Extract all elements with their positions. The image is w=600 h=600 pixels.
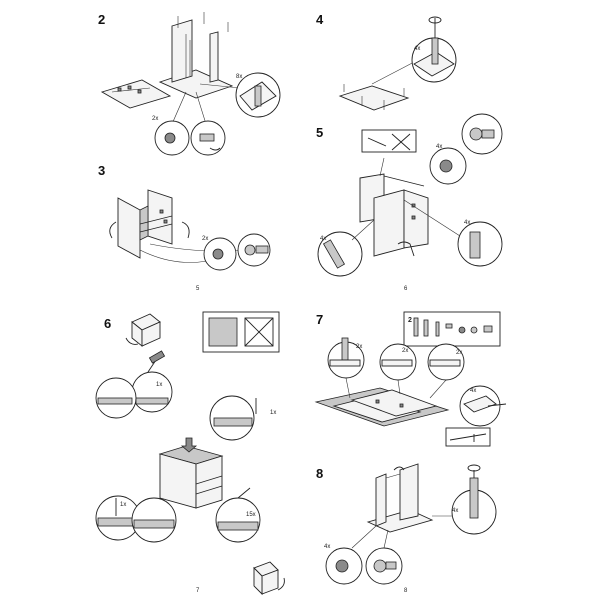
step-4-illustration: 4x	[338, 16, 457, 111]
page-number-5: 5	[196, 286, 200, 292]
step-7-label: 7	[316, 312, 324, 327]
step-2-qty-2x: 2x	[152, 116, 158, 122]
step-5-drawing: 4x 4x 4x	[317, 113, 503, 277]
step-4-drawing: 4x	[338, 16, 457, 111]
step-3-label: 3	[98, 163, 106, 178]
step-8-label: 8	[316, 466, 324, 481]
step-5-illustration: 4x 4x 4x	[317, 113, 503, 277]
step-3-drawing: 2x	[109, 189, 271, 271]
step-2-drawing: 8x 2x	[100, 12, 281, 156]
page-number-7: 7	[196, 588, 200, 594]
step-2-qty-8x: 8x	[236, 74, 242, 80]
step-7-qty-2x-a: 2x	[356, 344, 362, 350]
step-5-qty-4x-a: 4x	[436, 144, 442, 150]
step-7-qty-2x-c: 2x	[456, 350, 462, 356]
page-number-6: 6	[404, 286, 408, 292]
step-4-label: 4	[316, 12, 324, 27]
step-6-label: 6	[104, 316, 112, 331]
step-7-parts-label: 2	[408, 317, 412, 324]
step-5-qty-4x-c: 4x	[464, 220, 470, 226]
hand-icon-step-8	[393, 466, 405, 471]
step-3-qty-2x: 2x	[202, 236, 208, 242]
step-6-qty-1x-c: 1x	[120, 502, 126, 508]
rotate-arrow-icon	[109, 221, 117, 239]
step-3-illustration: 2x	[0, 0, 300, 300]
step-2-illustration: 8x 2x	[0, 0, 300, 300]
step-8-qty-4x-b: 4x	[324, 544, 330, 550]
step-6-illustration: 1x 1x 1x 15x	[95, 311, 285, 596]
screwdriver-icon	[428, 16, 442, 24]
step-6-drawing: 1x 1x 1x 15x	[95, 311, 285, 596]
step-6-qty-1x-b: 1x	[270, 410, 276, 416]
step-4-qty-4x: 4x	[414, 46, 420, 52]
step-7-qty-2x-b: 2x	[402, 348, 408, 354]
step-6-qty-15x: 15x	[246, 512, 256, 518]
step-8-qty-4x-a: 4x	[452, 508, 458, 514]
step-6-qty-1x-a: 1x	[156, 382, 162, 388]
step-2-label: 2	[98, 12, 106, 27]
step-5-label: 5	[316, 125, 324, 140]
step-5-qty-4x-b: 4x	[320, 236, 326, 242]
page-number-8: 8	[404, 588, 408, 594]
hand-icon	[397, 241, 415, 257]
step-7-qty-4x: 4x	[470, 388, 476, 394]
